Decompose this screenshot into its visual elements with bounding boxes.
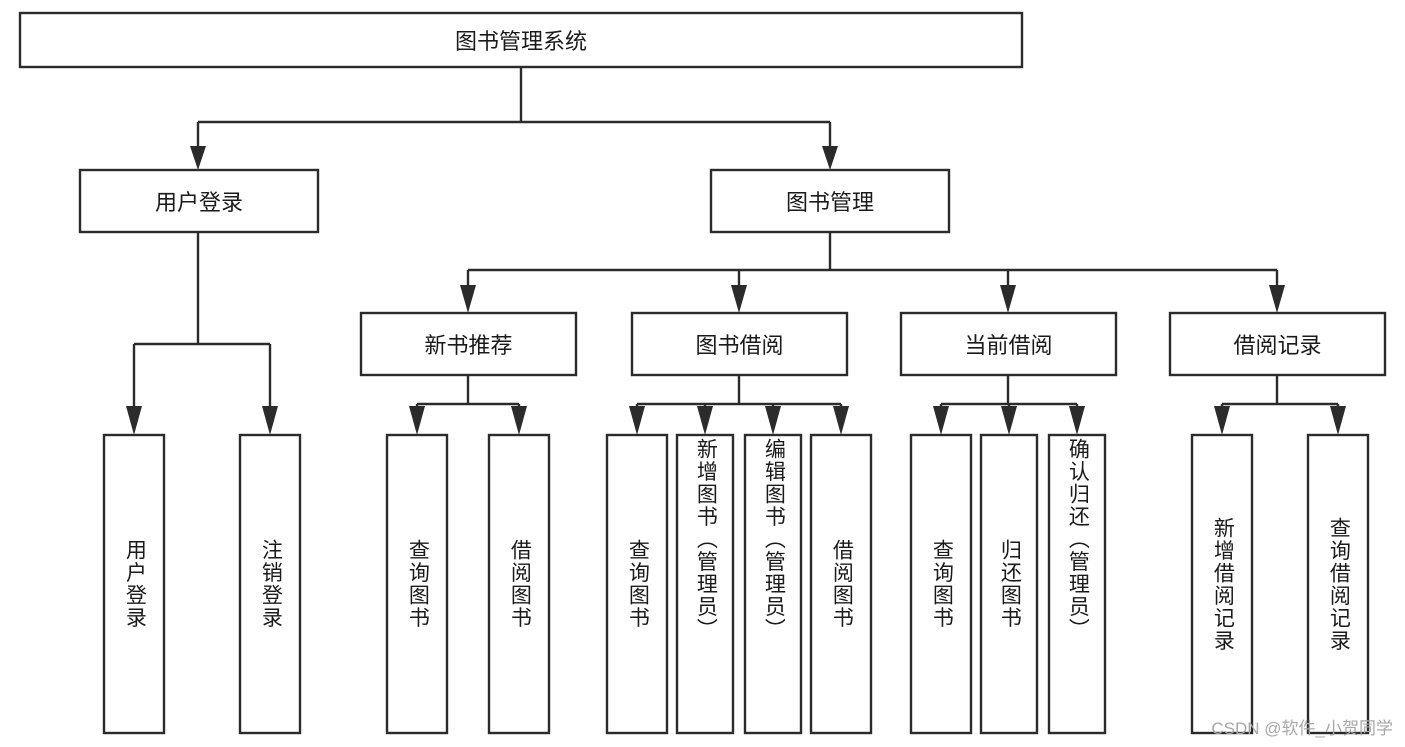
arrow-root-to-book-management — [822, 146, 838, 170]
arrow-to-leaf-logout — [262, 406, 278, 435]
node-book-management-box[interactable] — [709, 168, 951, 234]
arrow-root-to-user-login — [190, 146, 206, 170]
connector-group-root — [190, 67, 838, 170]
node-new-book-recommend-box[interactable] — [359, 311, 578, 377]
node-leaf-confirm-return-box[interactable] — [1047, 433, 1107, 735]
arrow-to-borrow-record — [1269, 285, 1285, 313]
arrow-to-leaf-borrow-book-1 — [511, 406, 527, 435]
arrow-to-leaf-confirm-return — [1069, 406, 1085, 435]
arrow-to-new-book-recommend — [460, 285, 476, 313]
connector-group-new-book-recommend — [409, 375, 527, 435]
arrow-to-leaf-edit-book — [765, 406, 781, 435]
node-book-borrow-box[interactable] — [630, 311, 849, 377]
arrow-to-leaf-borrow-book-2 — [833, 406, 849, 435]
node-user-login-box[interactable] — [78, 168, 320, 234]
connector-group-book-management — [460, 232, 1285, 313]
node-root-box[interactable] — [18, 11, 1024, 69]
arrow-to-leaf-query-book-2 — [629, 406, 645, 435]
connector-group-current-borrow — [933, 375, 1085, 435]
arrow-to-leaf-query-book-3 — [933, 406, 949, 435]
node-leaf-query-book-2-box[interactable] — [605, 433, 669, 735]
node-leaf-add-book-box[interactable] — [675, 433, 735, 735]
arrow-to-leaf-query-record — [1330, 406, 1346, 435]
arrow-to-leaf-add-record — [1214, 406, 1230, 435]
node-leaf-borrow-book-2-box[interactable] — [809, 433, 873, 735]
node-current-borrow-box[interactable] — [899, 311, 1118, 377]
node-borrow-record-box[interactable] — [1168, 311, 1387, 377]
node-leaf-query-record-box[interactable] — [1306, 433, 1370, 735]
arrow-to-current-borrow — [1000, 285, 1016, 313]
node-leaf-user-login-box[interactable] — [102, 433, 166, 735]
node-leaf-return-book-box[interactable] — [979, 433, 1039, 735]
arrow-to-leaf-return-book — [1001, 406, 1017, 435]
arrow-to-leaf-add-book — [697, 406, 713, 435]
node-leaf-query-book-3-box[interactable] — [909, 433, 973, 735]
connector-group-book-borrow — [629, 375, 849, 435]
node-leaf-query-book-1-box[interactable] — [385, 433, 449, 735]
connector-group-user-login — [126, 232, 278, 435]
arrow-to-book-borrow — [731, 285, 747, 313]
node-leaf-add-record-box[interactable] — [1190, 433, 1254, 735]
arrow-to-leaf-user-login — [126, 406, 142, 435]
connector-group-borrow-record — [1214, 375, 1346, 435]
node-leaf-edit-book-box[interactable] — [743, 433, 803, 735]
node-leaf-borrow-book-1-box[interactable] — [487, 433, 551, 735]
node-leaf-logout-box[interactable] — [238, 433, 302, 735]
arrow-to-leaf-query-book-1 — [409, 406, 425, 435]
